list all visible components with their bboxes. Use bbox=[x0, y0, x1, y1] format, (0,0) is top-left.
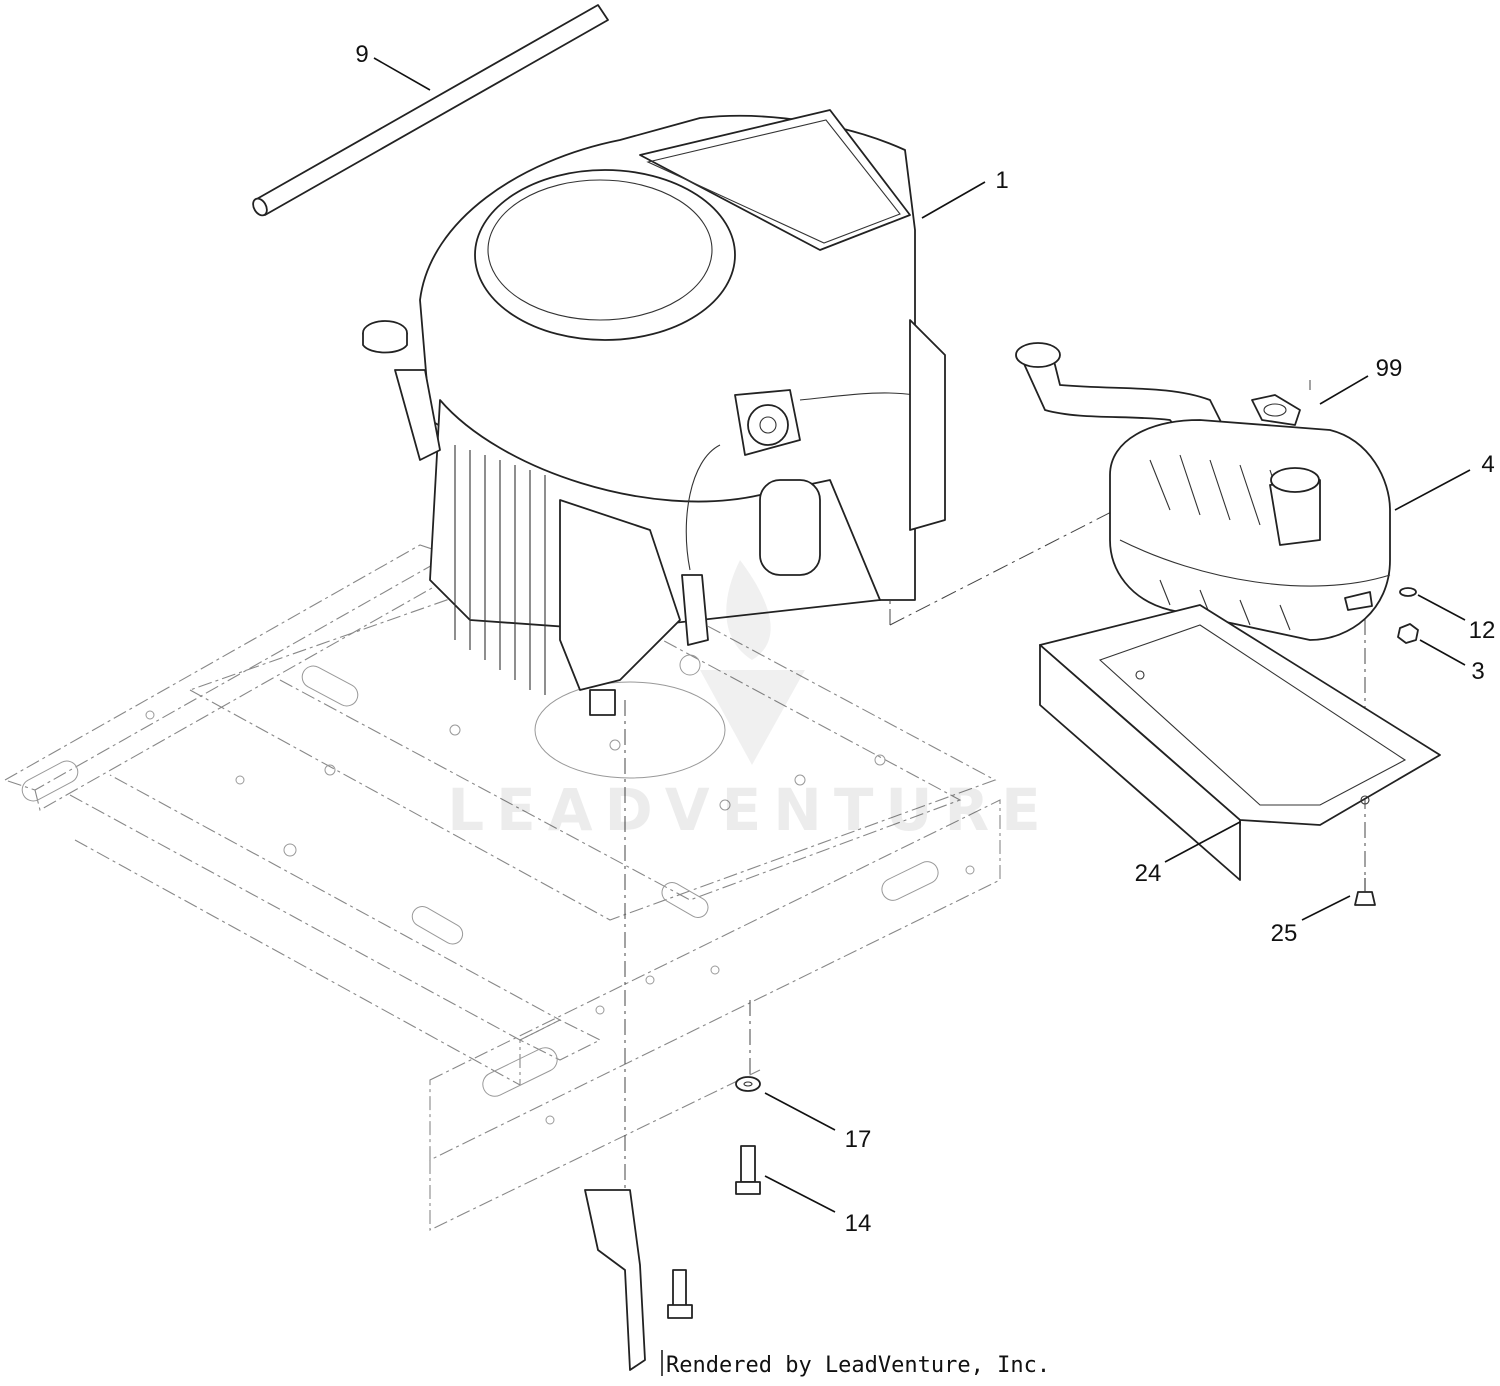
leadventure-watermark: LEADVENTURE bbox=[447, 560, 1053, 844]
callout-24: 24 bbox=[1135, 860, 1162, 887]
callout-14: 14 bbox=[845, 1210, 872, 1237]
callout-1: 1 bbox=[995, 167, 1008, 194]
callout-99: 99 bbox=[1376, 355, 1403, 382]
part-heat-shield bbox=[1039, 604, 1441, 881]
render-credit: Rendered by LeadVenture, Inc. bbox=[666, 1353, 1050, 1378]
callout-4: 4 bbox=[1481, 451, 1494, 478]
hardware-fasteners bbox=[584, 587, 1419, 1371]
part-engine bbox=[362, 109, 946, 716]
callout-3: 3 bbox=[1471, 658, 1484, 685]
callout-25: 25 bbox=[1271, 920, 1298, 947]
chassis-frame-phantom bbox=[3, 544, 1001, 1231]
watermark-text: LEADVENTURE bbox=[447, 776, 1053, 844]
callout-9: 9 bbox=[355, 41, 368, 68]
part-muffler bbox=[1015, 342, 1391, 641]
leader-lines bbox=[373, 57, 1471, 1213]
callout-labels: 9 1 99 4 12 3 24 25 17 14 bbox=[355, 41, 1495, 1237]
part-tube bbox=[252, 4, 609, 217]
callout-12: 12 bbox=[1469, 617, 1496, 644]
callout-17: 17 bbox=[845, 1126, 872, 1153]
assembly-center-lines bbox=[624, 380, 1366, 1280]
part-gasket bbox=[1251, 394, 1301, 426]
